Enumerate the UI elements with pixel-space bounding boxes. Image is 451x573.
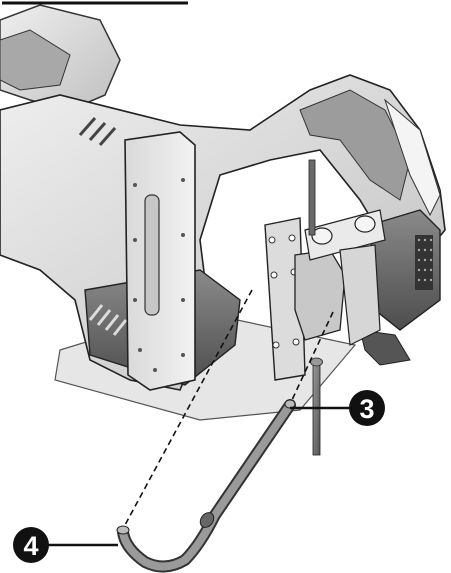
right-arch [299,89,411,201]
plate-slot [144,194,160,316]
fender-shadow [0,29,71,91]
pump-body [339,244,381,346]
hose [119,401,294,571]
vent-slots [88,304,128,336]
callout-3: 3 [290,390,385,426]
rear-tab [359,329,411,366]
pump-port-left [311,227,333,245]
grille [415,235,433,290]
pipe-collar [310,357,323,367]
hose-outline [117,399,296,573]
plate-rivets [133,178,185,372]
callout-3-label: 3 [359,394,374,424]
hose-end [116,525,130,535]
pump-port-right [354,215,376,233]
mounting-plate [124,131,196,391]
callout-4-label: 4 [23,531,38,561]
upper-rod [308,159,316,236]
hose-clamp [199,512,215,528]
bracket-holes [268,234,300,349]
alignment-guides [124,289,334,526]
callout-4: 4 [13,527,118,563]
right-arch-highlight [383,98,441,217]
pump-housing [294,249,346,341]
upper-vent-slots [78,117,117,146]
